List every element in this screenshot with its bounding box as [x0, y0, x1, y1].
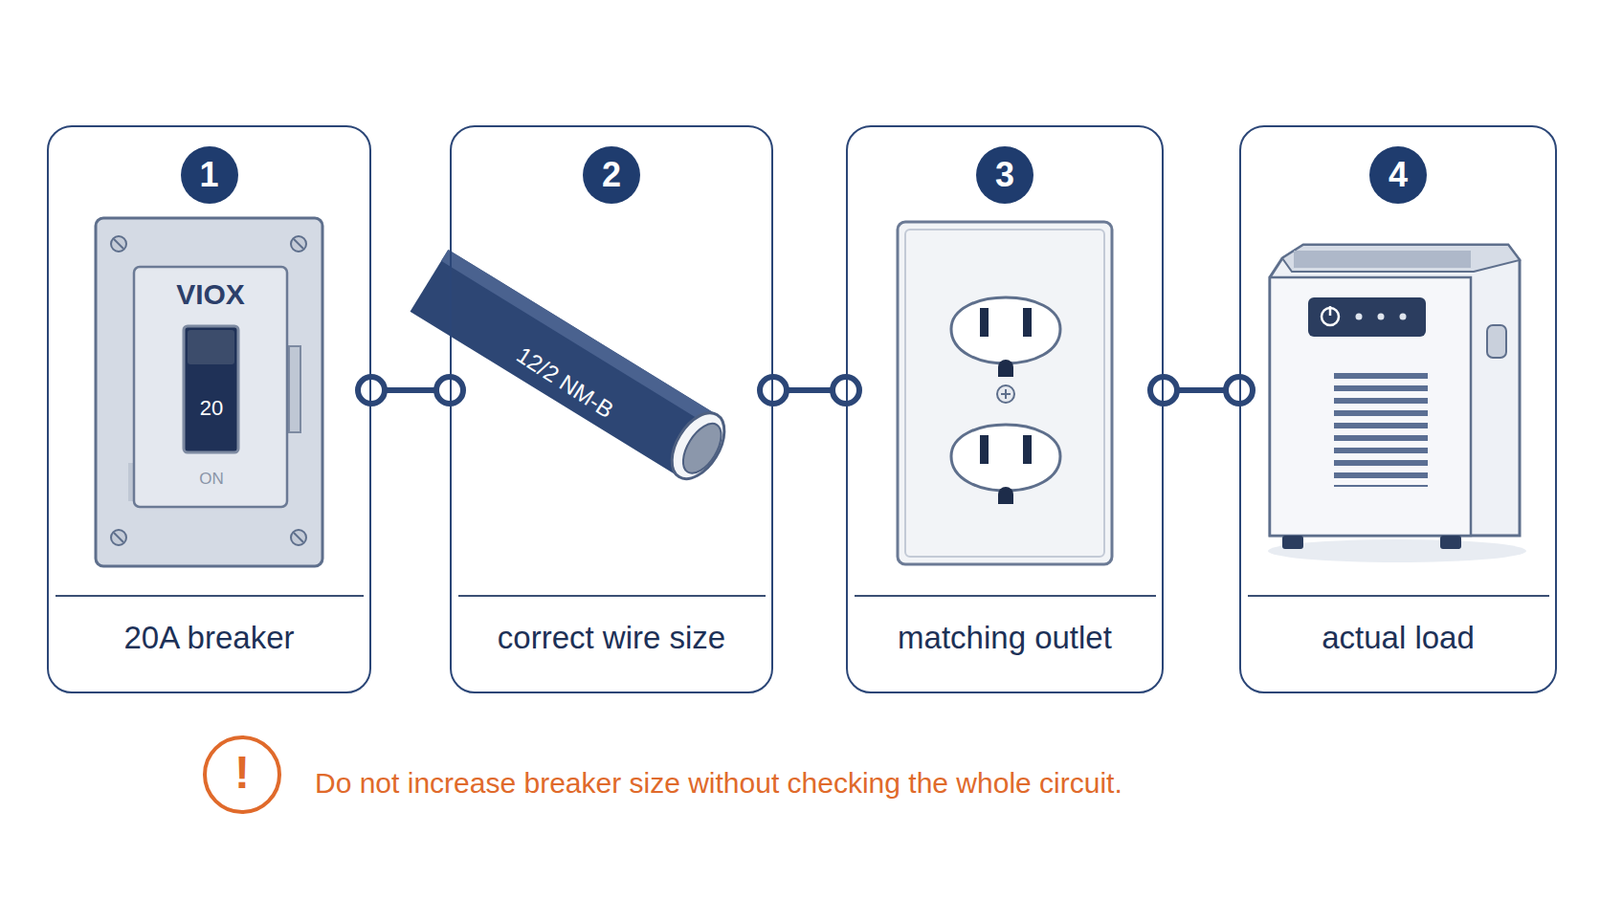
- chain-connector: [1150, 377, 1253, 404]
- step-number: 1: [180, 146, 239, 204]
- breaker-rating: 20: [200, 398, 223, 420]
- chain-connector: [759, 377, 860, 404]
- warning-note: Do not increase breaker size without che…: [314, 769, 1123, 799]
- step-card: 4 actual load: [1239, 125, 1557, 694]
- step-card: 3 matching outlet: [845, 125, 1164, 694]
- breaker-illustration: [95, 218, 323, 567]
- outlet-illustration: [897, 222, 1112, 565]
- step-caption: 20A breaker: [48, 619, 370, 658]
- step-number: 2: [582, 146, 641, 204]
- step-caption: actual load: [1241, 619, 1556, 658]
- step-caption: matching outlet: [847, 619, 1162, 658]
- step-number: 3: [976, 146, 1034, 204]
- step-number: 4: [1369, 146, 1427, 204]
- ac-unit-illustration: [1267, 244, 1527, 563]
- chain-connector: [357, 377, 464, 404]
- card-dividers: [55, 595, 1550, 598]
- step-caption: correct wire size: [451, 619, 772, 658]
- brand-text: VIOX: [176, 280, 245, 310]
- cable-illustration: [410, 249, 736, 489]
- breaker-state: ON: [199, 470, 224, 488]
- warning-mark: !: [234, 750, 250, 797]
- warning-icon: [204, 737, 280, 813]
